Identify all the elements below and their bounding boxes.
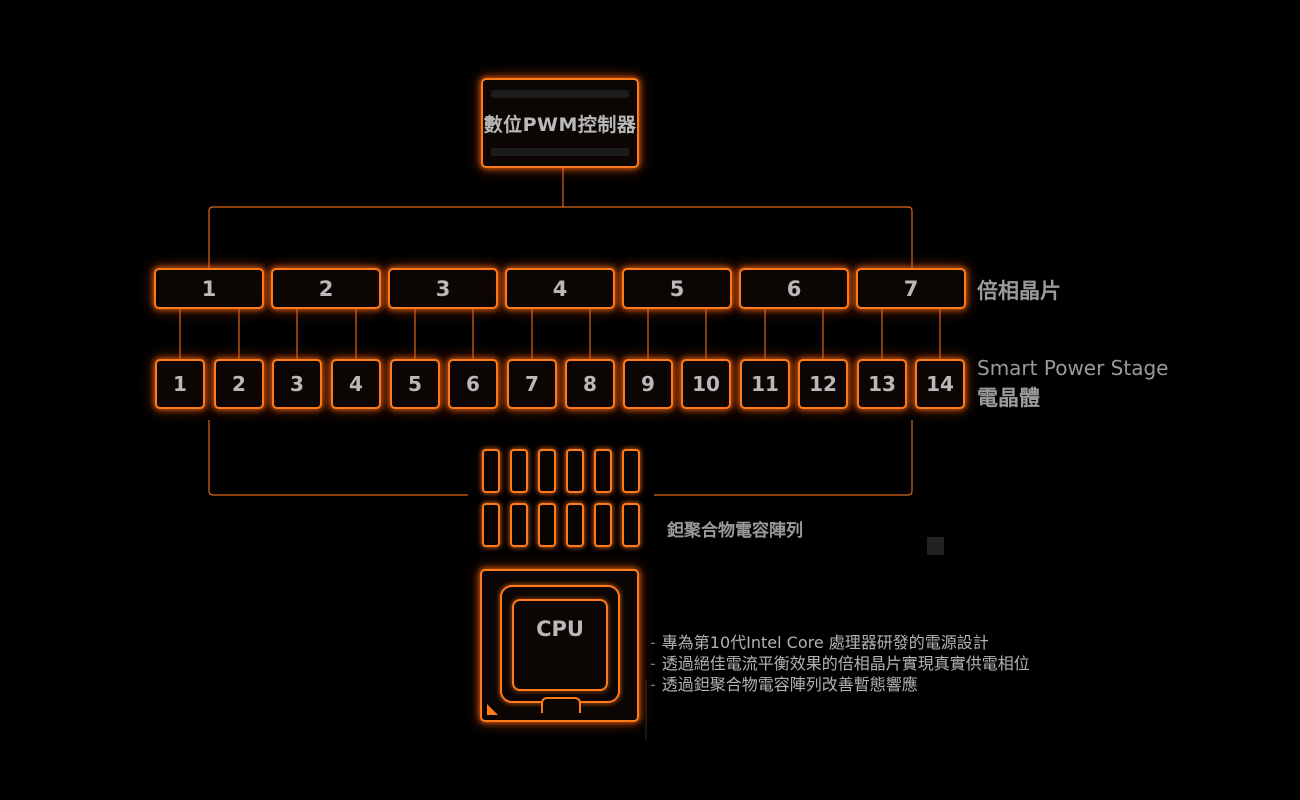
- power-stage: 1: [155, 359, 205, 409]
- wire-doubler-stage-group: [179, 309, 941, 359]
- capacitor: [594, 449, 612, 493]
- power-stage-number: 5: [408, 372, 422, 396]
- bullet-dash: -: [650, 675, 656, 694]
- bullet-dash: -: [650, 654, 656, 673]
- pwm-controller-label: 數位PWM控制器: [483, 113, 637, 136]
- doubler-number: 2: [318, 276, 334, 301]
- power-stage: 12: [798, 359, 848, 409]
- doubler-chip: 3: [388, 268, 498, 309]
- doubler-number: 3: [435, 276, 451, 301]
- doubler-number: 7: [903, 276, 919, 301]
- power-stage-number: 7: [525, 372, 539, 396]
- power-stage: 7: [507, 359, 557, 409]
- power-stage: 10: [681, 359, 731, 409]
- power-stage-number: 2: [232, 372, 246, 396]
- power-stage: 3: [272, 359, 322, 409]
- doubler-number: 1: [201, 276, 217, 301]
- doubler-chip: 6: [739, 268, 849, 309]
- feature-item: -透過鉭聚合物電容陣列改善暫態響應: [650, 674, 1030, 695]
- controller-bar-bottom: [491, 148, 629, 156]
- wire-stage-bus-left: [208, 420, 468, 496]
- doubler-chip: 2: [271, 268, 381, 309]
- capacitor: [566, 449, 584, 493]
- power-stage-number: 4: [349, 372, 363, 396]
- doubler-number: 4: [552, 276, 568, 301]
- cpu-package: CPU: [480, 569, 639, 722]
- feature-list: -專為第10代Intel Core 處理器研發的電源設計 -透過絕佳電流平衡效果…: [650, 632, 1030, 695]
- power-stage: 2: [214, 359, 264, 409]
- feature-item: -透過絕佳電流平衡效果的倍相晶片實現真實供電相位: [650, 653, 1030, 674]
- doubler-number: 5: [669, 276, 685, 301]
- feature-item: -專為第10代Intel Core 處理器研發的電源設計: [650, 632, 1030, 653]
- capacitor: [594, 503, 612, 547]
- capacitor: [538, 449, 556, 493]
- capacitor: [566, 503, 584, 547]
- capacitor: [482, 449, 500, 493]
- pwm-controller-box: 數位PWM控制器: [481, 78, 639, 168]
- power-stage-number: 14: [926, 372, 954, 396]
- wire-controller-bus: [208, 206, 913, 268]
- power-stage: 5: [390, 359, 440, 409]
- cpu-label: CPU: [536, 617, 584, 641]
- cpu-die: CPU: [512, 599, 608, 691]
- power-stage: 14: [915, 359, 965, 409]
- power-stage: 6: [448, 359, 498, 409]
- power-stage-number: 6: [466, 372, 480, 396]
- power-stage: 13: [857, 359, 907, 409]
- doubler-chip: 1: [154, 268, 264, 309]
- capacitor: [622, 449, 640, 493]
- power-stage-number: 3: [290, 372, 304, 396]
- feature-text: 專為第10代Intel Core 處理器研發的電源設計: [661, 633, 989, 652]
- capacitor: [510, 503, 528, 547]
- capacitor: [482, 503, 500, 547]
- power-stage-number: 11: [751, 372, 779, 396]
- power-stage-number: 8: [583, 372, 597, 396]
- power-stage: 9: [623, 359, 673, 409]
- doubler-chip: 7: [856, 268, 966, 309]
- cpu-corner-marker: [487, 704, 498, 715]
- capacitor-label: 鉭聚合物電容陣列: [667, 521, 803, 541]
- controller-bar-top: [491, 90, 629, 98]
- power-stage-number: 12: [809, 372, 837, 396]
- doubler-label: 倍相晶片: [977, 279, 1061, 303]
- power-stage-number: 9: [641, 372, 655, 396]
- doubler-number: 6: [786, 276, 802, 301]
- cpu-notch: [541, 697, 581, 713]
- power-stage-label: Smart Power Stage: [977, 356, 1169, 380]
- power-stage: 11: [740, 359, 790, 409]
- doubler-chip: 4: [505, 268, 615, 309]
- power-stage: 8: [565, 359, 615, 409]
- capacitor: [510, 449, 528, 493]
- power-stage-number: 1: [173, 372, 187, 396]
- power-stage-number: 13: [868, 372, 896, 396]
- power-stage-sublabel: 電晶體: [977, 386, 1040, 410]
- feature-text: 透過絕佳電流平衡效果的倍相晶片實現真實供電相位: [661, 654, 1030, 673]
- power-stage: 4: [331, 359, 381, 409]
- capacitor: [538, 503, 556, 547]
- capacitor: [622, 503, 640, 547]
- bullet-dash: -: [650, 633, 656, 652]
- feature-text: 透過鉭聚合物電容陣列改善暫態響應: [661, 675, 918, 694]
- wire-stage-bus-right: [654, 420, 913, 496]
- power-stage-number: 10: [692, 372, 720, 396]
- decorative-square: [927, 537, 944, 555]
- doubler-chip: 5: [622, 268, 732, 309]
